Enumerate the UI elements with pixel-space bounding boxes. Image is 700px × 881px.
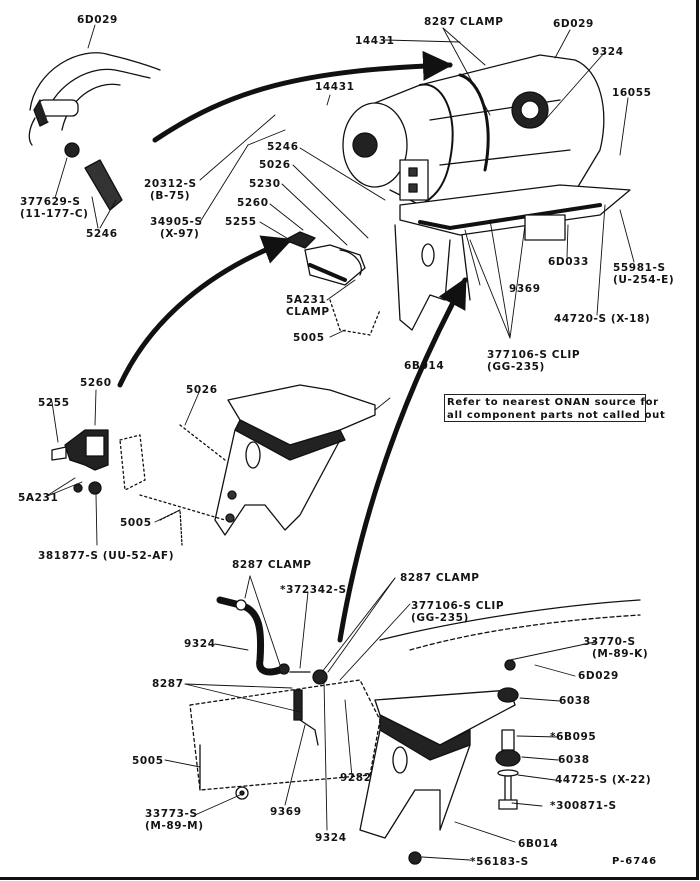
callout-9369-top: 9369	[509, 283, 541, 295]
callout-5a231-left: 5A231	[18, 492, 59, 504]
callout-5246-left: 5246	[86, 228, 118, 240]
part-number: 377106-S CLIP	[411, 600, 505, 612]
callout-14431-mid: 14431	[315, 81, 355, 93]
callout-6d029-top-right: 6D029	[553, 18, 594, 30]
callout-44725-s: 44725-S (X-22)	[555, 774, 652, 786]
callout-16055: 16055	[612, 87, 652, 99]
part-number: 34905-S	[150, 216, 203, 228]
part-number: 377629-S	[20, 196, 81, 208]
callout-14431-top: 14431	[355, 35, 395, 47]
callout-9369-lower: 9369	[270, 806, 302, 818]
part-number: 20312-S	[144, 178, 197, 190]
callout-56183-s: *56183-S	[470, 856, 529, 868]
note-line-2: all component parts not called out	[447, 410, 666, 421]
detail-cable-end	[28, 52, 161, 211]
generator-assembly	[342, 54, 631, 331]
callout-5005-top: 5005	[293, 332, 325, 344]
leader-lines	[44, 24, 635, 861]
callout-44720-s: 44720-S (X-18)	[554, 313, 651, 325]
callout-377629-s: 377629-S(11-177-C)	[20, 196, 89, 220]
part-number: 377106-S CLIP	[487, 349, 581, 361]
callout-8287-clamp-lower-left: 8287 CLAMP	[232, 559, 312, 571]
part-spec: (M-89-M)	[145, 820, 204, 832]
part-number: 33770-S	[583, 636, 636, 648]
callout-9324-lower-left: 9324	[184, 638, 216, 650]
callout-6d029-lower: 6D029	[578, 670, 619, 682]
callout-5230: 5230	[249, 178, 281, 190]
callout-55981-s: 55981-S(U-254-E)	[613, 262, 674, 286]
callout-5246-mid: 5246	[267, 141, 299, 153]
callout-5260-left: 5260	[80, 377, 112, 389]
part-spec: (M-89-K)	[592, 648, 649, 660]
figure-number: P-6746	[612, 856, 658, 867]
callout-377106-s-clip-lower: 377106-S CLIP(GG-235)	[411, 600, 504, 624]
callout-8287-clamp-lower-right: 8287 CLAMP	[400, 572, 480, 584]
note-line-1: Refer to nearest ONAN source for	[447, 397, 659, 408]
callout-372342-s: *372342-S	[280, 584, 347, 596]
lower-assembly	[189, 596, 641, 865]
callout-5260-top: 5260	[237, 197, 269, 209]
part-spec: (X-97)	[160, 228, 200, 240]
callout-6b095: *6B095	[550, 731, 597, 743]
part-spec: (GG-235)	[411, 612, 469, 624]
callout-33773-s: 33773-S(M-89-M)	[145, 808, 204, 832]
bracket-6b014-middle	[214, 384, 376, 536]
callout-381877-s: 381877-S (UU-52-AF)	[38, 550, 175, 562]
callout-6b014-lower: 6B014	[518, 838, 559, 850]
callout-300871-s: *300871-S	[550, 800, 617, 812]
part-spec: CLAMP	[286, 306, 330, 318]
callout-5005-left: 5005	[120, 517, 152, 529]
part-spec: (GG-235)	[487, 361, 545, 373]
part-spec: (11-177-C)	[20, 208, 89, 220]
part-number: 33773-S	[145, 808, 198, 820]
part-number: 55981-S	[613, 262, 666, 274]
callout-9324-top: 9324	[592, 46, 624, 58]
assembly-arrows	[117, 50, 468, 643]
callout-6d033: 6D033	[548, 256, 589, 268]
callout-6b014-mid: 6B014	[404, 360, 445, 372]
part-spec: (B-75)	[150, 190, 191, 202]
callout-34905-s: 34905-S(X-97)	[150, 216, 203, 240]
callout-6d029-top-left: 6D029	[77, 14, 118, 26]
callout-5026-top: 5026	[259, 159, 291, 171]
callout-5255-top: 5255	[225, 216, 257, 228]
callout-6038-lower: 6038	[558, 754, 590, 766]
onan-source-note: Refer to nearest ONAN source for all com…	[444, 394, 666, 422]
callout-8287-clamp-top: 8287 CLAMP	[424, 16, 504, 28]
callout-377106-s-clip-top: 377106-S CLIP(GG-235)	[487, 349, 580, 373]
callout-9324-lower: 9324	[315, 832, 347, 844]
callout-33770-s: 33770-S(M-89-K)	[583, 636, 648, 660]
callout-20312-s: 20312-S(B-75)	[144, 178, 197, 202]
solenoid-upper	[284, 231, 381, 336]
callout-6038-upper: 6038	[559, 695, 591, 707]
part-spec: (U-254-E)	[613, 274, 675, 286]
callout-5005-lower: 5005	[132, 755, 164, 767]
callout-8287-lower: 8287	[152, 678, 184, 690]
callout-5026-left: 5026	[186, 384, 218, 396]
part-number: 5A231	[286, 294, 327, 306]
callout-9282: 9282	[340, 772, 372, 784]
callout-5255-left: 5255	[38, 397, 70, 409]
